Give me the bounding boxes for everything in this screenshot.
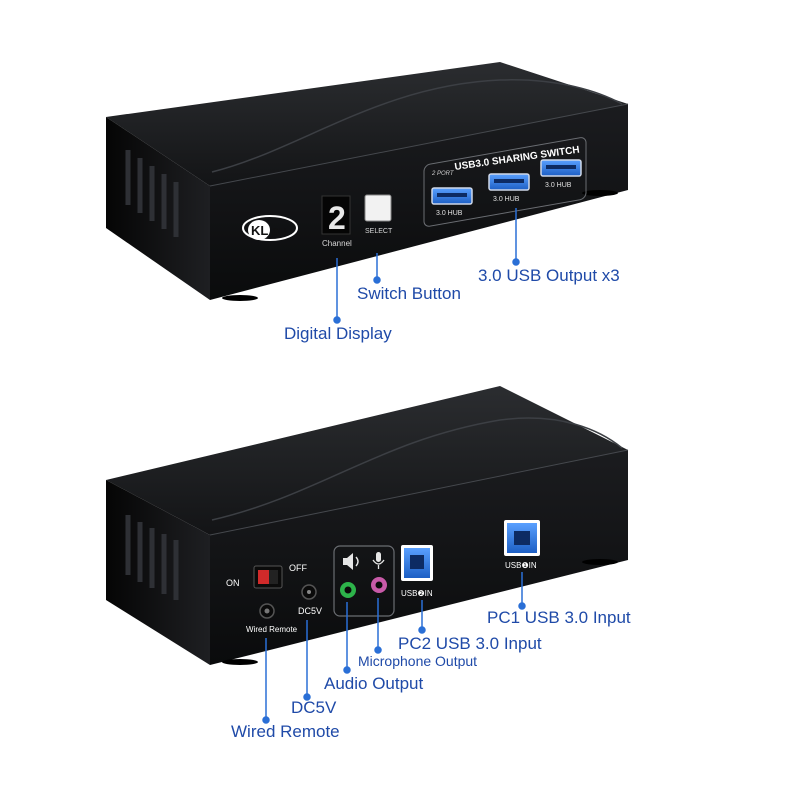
callout-digital-display: Digital Display bbox=[284, 324, 392, 343]
callout-pc2-input: PC2 USB 3.0 Input bbox=[398, 634, 542, 653]
select-button[interactable] bbox=[364, 194, 392, 222]
hub-label-3: 3.0 HUB bbox=[545, 182, 572, 189]
dc5v-label: DC5V bbox=[298, 606, 322, 616]
select-label: SELECT bbox=[365, 228, 393, 235]
front-unit: KL au 2 Channel SELECT 2 PORT USB3.0 SHA… bbox=[106, 62, 629, 301]
usb-output-port-2 bbox=[488, 173, 530, 191]
front-unit-side bbox=[106, 117, 210, 300]
brand-logo: KL au bbox=[242, 215, 298, 241]
microphone-icon bbox=[372, 552, 385, 569]
front-leader-lines bbox=[333, 208, 520, 324]
usb-output-port-1 bbox=[431, 187, 473, 205]
front-unit-top bbox=[106, 62, 628, 186]
power-switch[interactable] bbox=[253, 565, 283, 589]
speaker-icon bbox=[343, 553, 359, 570]
off-label: OFF bbox=[289, 563, 307, 573]
rear-unit-top bbox=[106, 386, 628, 535]
callout-microphone-output: Microphone Output bbox=[358, 653, 478, 669]
callout-dc5v: DC5V bbox=[291, 698, 337, 717]
callout-switch-button: Switch Button bbox=[357, 284, 461, 303]
callout-audio-output: Audio Output bbox=[324, 674, 424, 693]
usb-b-port-pc1 bbox=[504, 520, 540, 556]
hub-label-2: 3.0 HUB bbox=[493, 196, 520, 203]
channel-label: Channel bbox=[322, 239, 352, 248]
usb-b-port-pc2 bbox=[401, 545, 433, 581]
rear-unit: ON OFF DC5V Wired Remote bbox=[106, 386, 629, 665]
callout-usb-output: 3.0 USB Output x3 bbox=[478, 266, 620, 285]
usb-in-2-label: USB❷IN bbox=[401, 589, 433, 598]
brand-text: KL au bbox=[251, 223, 287, 238]
callout-wired-remote: Wired Remote bbox=[231, 722, 340, 741]
port-mark: 2 PORT bbox=[431, 171, 455, 177]
usb-in-1-label: USB❶IN bbox=[505, 561, 537, 570]
wired-remote-label: Wired Remote bbox=[246, 625, 298, 634]
digital-display bbox=[321, 195, 351, 235]
display-digit: 2 bbox=[328, 200, 346, 236]
usb-output-port-3 bbox=[540, 159, 582, 177]
rear-unit-side bbox=[106, 480, 210, 665]
on-label: ON bbox=[226, 578, 240, 588]
rear-leader-lines bbox=[262, 572, 526, 724]
hub-label-1: 3.0 HUB bbox=[436, 210, 463, 217]
front-unit-face bbox=[210, 104, 628, 300]
callout-pc1-input: PC1 USB 3.0 Input bbox=[487, 608, 631, 627]
